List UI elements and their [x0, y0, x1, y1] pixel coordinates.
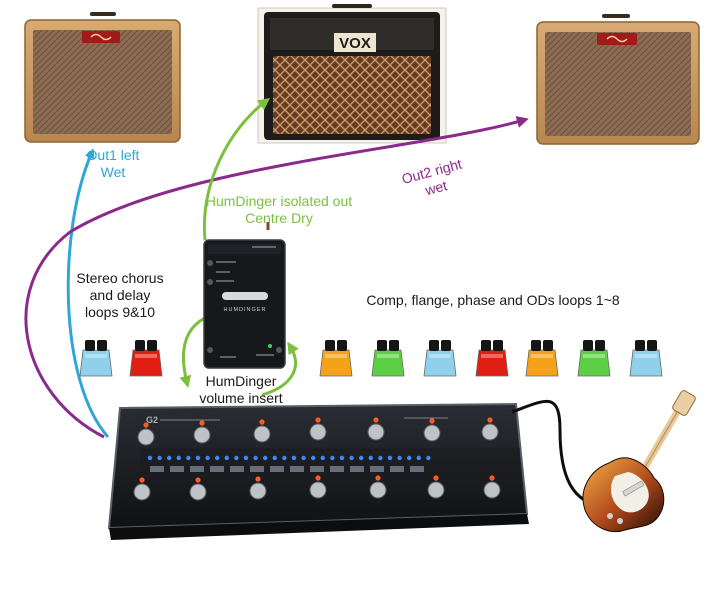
led-7 — [205, 455, 210, 461]
effect-pedals — [79, 340, 663, 377]
footswitch-13[interactable] — [427, 475, 445, 499]
led-2 — [157, 455, 162, 461]
footswitch-4[interactable] — [309, 417, 327, 441]
loop-indicator-4 — [210, 466, 224, 472]
loop-switcher: G2 — [107, 402, 529, 540]
led-5 — [186, 455, 191, 461]
pedal-green-2 — [577, 340, 611, 377]
footswitch-8[interactable] — [133, 477, 151, 501]
humdinger-out-label: HumDinger isolated out Centre Dry — [205, 193, 353, 226]
out1-arrow — [66, 148, 110, 438]
vox-brand: VOX — [339, 35, 371, 52]
led-23 — [359, 455, 364, 461]
vox-amp: VOX — [257, 4, 447, 144]
led-1 — [147, 455, 153, 461]
led-row — [147, 455, 431, 472]
pedal-blue-3 — [629, 340, 663, 377]
comp-loops-label: Comp, flange, phase and ODs loops 1~8 — [366, 292, 620, 308]
led-28 — [407, 455, 412, 461]
led-8 — [215, 455, 220, 461]
loop-indicator-10 — [330, 466, 344, 472]
right-amp — [536, 14, 700, 145]
led-25 — [378, 455, 383, 461]
loop-indicator-13 — [390, 466, 404, 472]
out1-label: Out1 left Wet — [86, 147, 140, 180]
loop-indicator-7 — [270, 466, 284, 472]
humdinger-logo-text: HUMDINGER — [224, 307, 267, 313]
led-19 — [320, 455, 325, 461]
loop-indicator-8 — [290, 466, 304, 472]
led-15 — [282, 455, 287, 461]
footswitch-10[interactable] — [249, 476, 267, 500]
volume-send-arrow — [179, 316, 206, 388]
footswitch-14[interactable] — [483, 475, 501, 499]
stereo-loops-label: Stereo chorus and delay loops 9&10 — [76, 270, 164, 320]
pedal-blue-2 — [423, 340, 457, 377]
loop-indicator-6 — [250, 466, 264, 472]
led-21 — [339, 455, 345, 461]
footswitch-12[interactable] — [369, 475, 387, 499]
loop-indicator-1 — [150, 466, 164, 472]
led-30 — [426, 455, 431, 461]
led-20 — [330, 455, 335, 461]
humdinger-logo — [222, 292, 268, 300]
led-6 — [195, 455, 201, 461]
out2-arrow — [24, 116, 529, 439]
led-18 — [311, 455, 316, 461]
led-9 — [224, 455, 229, 461]
loop-indicator-2 — [170, 466, 184, 472]
led-16 — [291, 455, 297, 461]
loop-indicator-11 — [350, 466, 364, 472]
footswitch-1[interactable] — [137, 422, 155, 446]
led-17 — [301, 455, 306, 461]
led-10 — [234, 455, 239, 461]
pedal-blue-1 — [79, 340, 113, 377]
led-26 — [387, 455, 393, 461]
led-3 — [167, 455, 172, 461]
led-24 — [368, 455, 373, 461]
led-29 — [416, 455, 421, 461]
pedal-red-2 — [475, 340, 509, 377]
pedal-orange-1 — [319, 340, 353, 377]
footswitch-5[interactable] — [367, 417, 385, 441]
left-amp — [24, 12, 181, 143]
volume-insert-label: HumDinger volume insert — [199, 373, 283, 406]
vox-logo — [334, 33, 376, 52]
humdinger-out-arrow — [202, 97, 270, 241]
loop-indicator-3 — [190, 466, 204, 472]
pedal-orange-2 — [525, 340, 559, 377]
led-14 — [272, 455, 277, 461]
footswitch-9[interactable] — [189, 477, 207, 501]
volume-return-arrow — [261, 341, 299, 397]
footswitch-3[interactable] — [253, 419, 271, 443]
led-27 — [397, 455, 402, 461]
pedal-red-1 — [129, 340, 163, 377]
guitar — [582, 390, 696, 533]
loop-indicator-9 — [310, 466, 324, 472]
led-13 — [263, 455, 268, 461]
led-4 — [176, 455, 181, 461]
footswitch-2[interactable] — [193, 420, 211, 444]
led-22 — [349, 455, 354, 461]
loop-indicator-12 — [370, 466, 384, 472]
footswitch-6[interactable] — [423, 418, 441, 442]
pedal-green-1 — [371, 340, 405, 377]
humdinger-unit: HUMDINGER — [203, 222, 286, 369]
loop-indicator-5 — [230, 466, 244, 472]
switcher-model: G2 — [146, 415, 158, 425]
led-12 — [253, 455, 258, 461]
footswitches — [133, 417, 501, 501]
loop-indicator-14 — [410, 466, 424, 472]
footswitch-7[interactable] — [481, 417, 499, 441]
led-11 — [243, 455, 249, 461]
footswitch-11[interactable] — [309, 475, 327, 499]
